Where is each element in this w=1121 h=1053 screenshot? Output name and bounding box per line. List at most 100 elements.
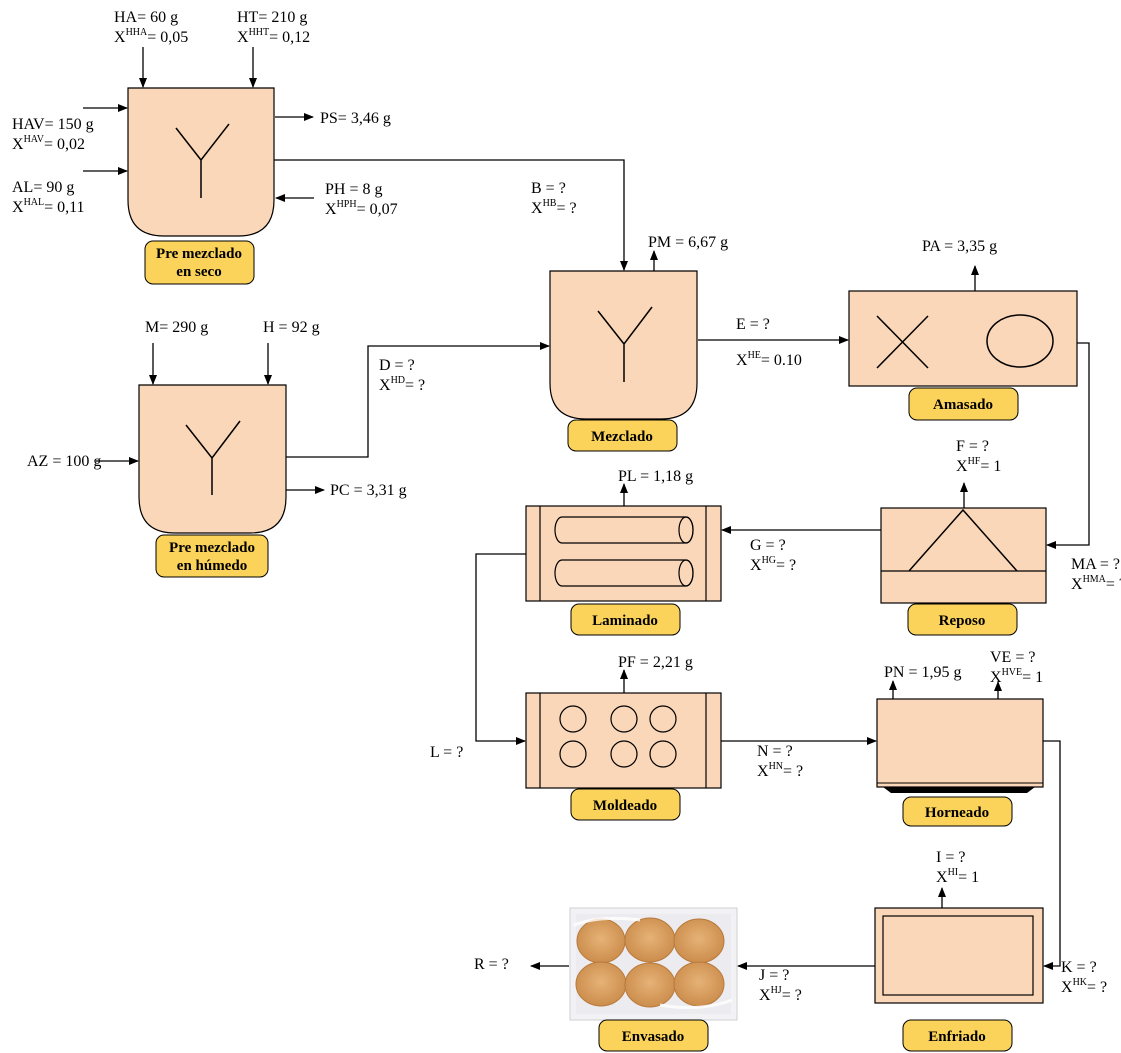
stream-moisture: XHI= 1: [936, 867, 979, 886]
tag-label: Amasado: [933, 397, 993, 413]
stream-moisture: XHHA= 0,05: [114, 27, 188, 46]
stream-label-pm: PM = 6,67 g: [648, 234, 728, 251]
stream-label-j: J = ?XHJ= ?: [759, 967, 802, 1004]
stream-value: VE = ?: [990, 649, 1035, 666]
stream-moisture: XHAV= 0,02: [12, 134, 85, 153]
stream-label-d: D = ?XHD= ?: [379, 357, 425, 394]
stream-label-ps: PS= 3,46 g: [320, 110, 391, 127]
stream-value: MA = ?: [1071, 556, 1120, 573]
stream-moisture: XHHT= 0,12: [237, 27, 310, 46]
stream-value: E = ?: [736, 316, 770, 333]
tag-label: Moldeado: [593, 798, 657, 814]
tag-label: Laminado: [592, 613, 658, 629]
stream-value: PN = 1,95 g: [884, 664, 961, 681]
tag-label: Enfriado: [928, 1029, 986, 1045]
stream-value: K = ?: [1061, 959, 1097, 976]
stream-label-m: M= 290 g: [145, 319, 208, 336]
stream-label-f: F = ?XHF= 1: [956, 438, 1001, 475]
tag-label: Horneado: [925, 805, 989, 821]
cookie: [625, 918, 675, 962]
stream-moisture: XHD= ?: [379, 375, 425, 394]
stream-label-ve: VE = ?XHVE= 1: [990, 649, 1043, 686]
stream-value: B = ?: [531, 180, 566, 197]
tag-moldeado: Moldeado: [571, 789, 680, 820]
stream-label-r: R = ?: [474, 956, 509, 973]
stream-value: PH = 8 g: [325, 181, 382, 198]
stream-moisture: XHAL= 0,11: [12, 197, 85, 216]
cookie: [577, 919, 625, 963]
tag-enfriado: Enfriado: [903, 1020, 1012, 1051]
stream-moisture: XHK= ?: [1061, 977, 1107, 996]
tag-label: Reposo: [939, 613, 986, 629]
unit-horneado: [877, 699, 1043, 793]
unit-mezclado: [550, 271, 697, 419]
stream-moisture: XHJ= ?: [759, 985, 802, 1004]
stream-value: PF = 2,21 g: [618, 654, 693, 671]
stream-value: N = ?: [757, 743, 793, 760]
stream-label-b: B = ?XHB= ?: [531, 180, 577, 217]
envasado-photo: [570, 908, 737, 1020]
stream-label-k: K = ?XHK= ?: [1061, 959, 1107, 996]
cookie: [625, 963, 675, 1007]
stream-value: I = ?: [936, 849, 965, 866]
unit-moldeado: [526, 693, 721, 788]
stream-label-ma: MA = ?XHMA= ?: [1071, 556, 1121, 593]
stream-label-h: H = 92 g: [263, 319, 320, 336]
stream-value: J = ?: [759, 967, 789, 984]
stream-value: AZ = 100 g: [27, 453, 101, 470]
tag-envasado: Envasado: [599, 1020, 708, 1051]
tag-label: Envasado: [622, 1029, 685, 1045]
stream-value: PS= 3,46 g: [320, 110, 391, 127]
stream-value: PM = 6,67 g: [648, 234, 728, 251]
stream-label-ph: PH = 8 gXHPH= 0,07: [325, 181, 398, 218]
stream-value: PL = 1,18 g: [618, 468, 693, 485]
tag-reposo: Reposo: [908, 604, 1017, 635]
unit-laminado: [526, 506, 721, 601]
tag-label: Mezclado: [591, 429, 653, 445]
stream-moisture: XHE= 0.10: [736, 350, 802, 369]
stream-value: G = ?: [750, 537, 786, 554]
unit-enfriado: [875, 908, 1043, 1003]
unit-reposo: [881, 508, 1046, 603]
cookie: [674, 962, 724, 1006]
stream-value: H = 92 g: [263, 319, 320, 336]
unit-premezclado-seco: [128, 88, 274, 236]
stream-label-l: L = ?: [430, 744, 463, 761]
stream-value: F = ?: [956, 438, 989, 455]
stream-value: HA= 60 g: [114, 9, 178, 26]
stream-value: PA = 3,35 g: [922, 238, 997, 255]
stream-value: HT= 210 g: [237, 9, 307, 26]
stream-label-pf: PF = 2,21 g: [618, 654, 693, 671]
stream-label-pa: PA = 3,35 g: [922, 238, 997, 255]
stream-moisture: XHN= ?: [757, 761, 803, 780]
stream-label-g: G = ?XHG= ?: [750, 537, 796, 574]
stream-value: HAV= 150 g: [12, 116, 94, 133]
stream-value: AL= 90 g: [12, 179, 74, 196]
stream-moisture: XHVE= 1: [990, 667, 1043, 686]
stream-label-pn: PN = 1,95 g: [884, 664, 961, 681]
stream-moisture: XHB= ?: [531, 198, 577, 217]
unit-amasado: [849, 291, 1077, 386]
roller-icon: [555, 560, 693, 586]
tag-amasado: Amasado: [909, 388, 1018, 420]
stream-label-az: AZ = 100 g: [27, 453, 101, 470]
stream-label-i: I = ?XHI= 1: [936, 849, 979, 886]
tag-horneado: Horneado: [903, 797, 1012, 826]
tag-laminado: Laminado: [571, 604, 680, 635]
stream-label-e: E = ? XHE= 0.10: [736, 316, 802, 369]
oven-tray-icon: [891, 787, 1027, 793]
stream-value: R = ?: [474, 956, 509, 973]
cookie: [576, 962, 626, 1006]
tag-mezclado: Mezclado: [568, 420, 677, 451]
stream-value: L = ?: [430, 744, 463, 761]
roller-icon: [555, 517, 693, 543]
cookie: [674, 919, 724, 963]
stream-label-pc: PC = 3,31 g: [330, 482, 407, 499]
